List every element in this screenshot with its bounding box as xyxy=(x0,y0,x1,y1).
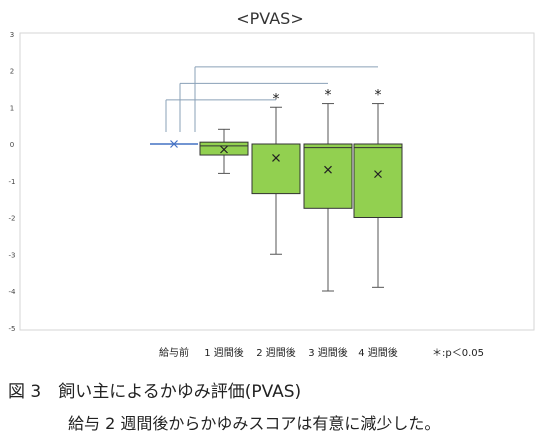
significance-note: ＊:p＜0.05 xyxy=(432,348,484,359)
significance-asterisk: * xyxy=(325,88,332,104)
y-tick-label: 1 xyxy=(10,104,14,112)
box-iqr xyxy=(199,141,249,156)
y-tick-label: 0 xyxy=(10,141,14,149)
y-axis: 3 2 1 0 -1 -2 -3 -4 -5 xyxy=(9,31,17,333)
category-label: 3 週間後 xyxy=(308,346,348,359)
box-iqr xyxy=(251,143,301,195)
y-tick-label: 3 xyxy=(10,31,14,39)
category-label: 4 週間後 xyxy=(358,346,398,359)
significance-asterisk: * xyxy=(273,91,280,107)
significance-asterisk: * xyxy=(375,88,382,104)
x-axis-labels: 給与前 1 週間後 2 週間後 3 週間後 4 週間後 xyxy=(159,346,398,359)
mean-marker xyxy=(374,170,382,179)
mean-marker xyxy=(272,154,280,162)
figure-caption-title: 図 3 飼い主によるかゆみ評価(PVAS) xyxy=(8,382,302,402)
figure-caption-description: 給与 2 週間後からかゆみスコアは有意に減少した。 xyxy=(68,414,441,433)
mean-marker xyxy=(170,140,178,148)
mean-marker xyxy=(324,165,332,174)
box-iqr xyxy=(303,143,353,209)
chart-title: <PVAS> xyxy=(236,9,303,28)
y-tick-label: -3 xyxy=(9,251,16,259)
category-label: 給与前 xyxy=(159,346,189,359)
category-label: 2 週間後 xyxy=(256,346,296,359)
plot-area-border xyxy=(19,32,535,331)
mean-marker xyxy=(220,145,228,154)
y-tick-label: -1 xyxy=(9,178,16,186)
y-tick-label: -5 xyxy=(9,325,16,333)
y-tick-label: -4 xyxy=(9,288,17,296)
y-tick-label: -2 xyxy=(9,215,16,223)
box-iqr xyxy=(353,143,403,218)
pvas-box-chart: <PVAS> 3 2 1 0 -1 -2 -3 -4 -5 * * * 給与前 1 週間後 2 週間後 3… xyxy=(9,9,535,359)
significance-brackets xyxy=(165,66,378,132)
box-plots: * * * xyxy=(150,88,403,292)
category-label: 1 週間後 xyxy=(204,346,244,359)
y-tick-label: 2 xyxy=(10,68,14,76)
